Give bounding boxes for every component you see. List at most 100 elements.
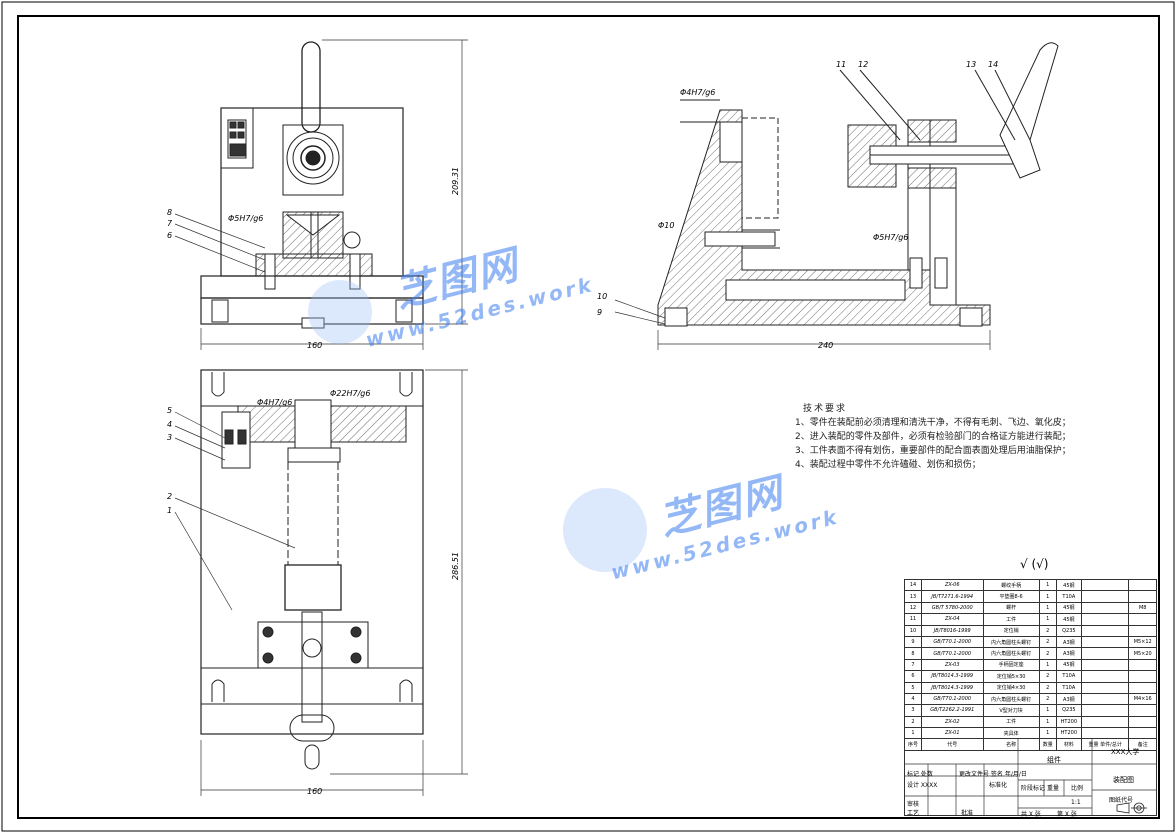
bom-cell-weight [1080,578,1130,592]
bom-cell-qty: 2 [1038,647,1057,660]
tb-school: XXX大学 [1111,748,1140,756]
balloon-14: 14 [988,60,998,69]
bom-cell-weight [1080,647,1130,660]
bom-cell-no: 3 [904,704,922,717]
tech-title: 技术要求 [803,404,848,414]
balloon-6: 6 [167,231,172,240]
bom-cell-code: JB/T8016-1999 [921,624,984,637]
bom-cell-material: T10A [1055,681,1082,694]
tb-designer: 设计 XXXX [907,782,938,789]
bom-cell-code: GB/T2262.2-1991 [921,704,984,717]
tb-approve: 批准 [961,810,974,817]
bom-cell-name: 工件 [982,715,1040,729]
bom-cell-qty: 2 [1038,635,1057,649]
bom-cell-remark: M5×12 [1128,635,1157,649]
bom-cell-code: JB/T7271.6-1994 [921,590,984,603]
bom-cell-remark [1128,613,1157,626]
bom-cell-qty: 1 [1038,658,1057,672]
bom-cell-code: GB/T70.1-2000 [921,635,984,649]
bom-cell-code: GB/T70.1-2000 [921,647,984,660]
bom-cell-name: 螺杆 [982,601,1040,615]
bom-cell-no: 5 [904,681,922,694]
bom-header-total: 总计 [1111,742,1122,749]
bom-cell-no: 6 [904,670,922,683]
bom-cell-material: Q235 [1055,704,1082,717]
fit-label-3: Φ10 [658,221,674,230]
bom-cell-name: 内六角圆柱头螺钉 [982,635,1040,649]
bom-cell-name: 平垫圈8-6 [982,590,1040,603]
balloon-10: 10 [597,292,607,301]
bom-cell-name: V型对刀块 [982,704,1040,717]
balloon-11: 11 [836,60,846,69]
bom-cell-qty: 1 [1038,613,1057,626]
bom-cell-no: 2 [904,715,922,729]
watermark-globe-2 [563,488,647,572]
bom-cell-remark [1128,670,1157,683]
bom-cell-no: 7 [904,658,922,672]
bom-cell-weight [1080,715,1130,729]
balloon-2: 2 [167,492,172,501]
top-dimension-lines [174,369,468,796]
bom-cell-remark: M4×16 [1128,692,1157,706]
bom-cell-code: JB/T8014.3-1999 [921,670,984,683]
bom-header-name: 名称 [982,738,1040,751]
bom-cell-qty: 1 [1038,601,1057,615]
top-view [200,369,424,770]
balloon-3: 3 [167,433,172,442]
bom-cell-qty: 1 [1038,590,1057,603]
bom-cell-code: ZX-03 [921,658,984,672]
bom-cell-weight [1080,681,1130,694]
bom-cell-material: 45钢 [1055,658,1082,672]
bom-cell-qty: 2 [1038,624,1057,637]
balloon-9: 9 [597,308,602,317]
bom-cell-no: 9 [904,635,922,649]
bom-cell-material: 45钢 [1055,578,1082,592]
bom-cell-material: A3钢 [1055,647,1082,660]
tb-number: 图纸代号 [1109,797,1134,804]
inner-border [17,15,1160,819]
bom-cell-no: 11 [904,613,922,626]
bom-cell-name: 工件 [982,613,1040,626]
bom-cell-material: Q235 [1055,624,1082,637]
bom-cell-weight [1080,613,1130,626]
bom-cell-weight [1080,704,1130,717]
tb-scale: 1:1 [1071,799,1081,806]
balloon-12: 12 [858,60,868,69]
bom-header-weight-label: 重量 [1088,742,1099,749]
balloon-8: 8 [167,208,172,217]
bom-cell-remark [1128,578,1157,592]
fit-label-5: Φ4H7/g6 [257,398,292,407]
dim-top-height: 286.51 [451,552,460,580]
bom-cell-qty: 1 [1038,704,1057,717]
bom-cell-weight [1080,590,1130,603]
tb-sheet-left: 共 X 张 [1021,811,1041,818]
balloon-4: 4 [167,420,172,429]
tb-row1: 标记 处数 [907,771,933,778]
fit-label-2: Φ4H7/g6 [680,88,715,97]
dim-front-height: 209.31 [451,167,460,195]
fit-label-1: Φ5H7/g6 [228,214,263,223]
bom-cell-material: 45钢 [1055,613,1082,626]
bom-cell-qty: 2 [1038,681,1057,694]
tb-part: 组件 [1047,756,1061,764]
bom-cell-name: 螺纹手柄 [982,578,1040,592]
balloon-5: 5 [167,406,172,415]
tb-std: 标准化 [989,782,1008,789]
bom-cell-weight [1080,670,1130,683]
bom-cell-weight [1080,658,1130,672]
bom-cell-material: T10A [1055,670,1082,683]
bom-cell-no: 10 [904,624,922,637]
technical-requirements: 技术要求 1、零件在装配前必须清理和清洗干净，不得有毛刺、飞边、氧化皮； 2、进… [795,402,1071,472]
bom-cell-qty: 1 [1038,715,1057,729]
front-view [200,41,424,329]
bom-header-row: 序号 代号 名称 数量 材料 重量 单件/总计 备注 [904,738,1157,751]
bom-header-remark: 备注 [1128,738,1157,751]
